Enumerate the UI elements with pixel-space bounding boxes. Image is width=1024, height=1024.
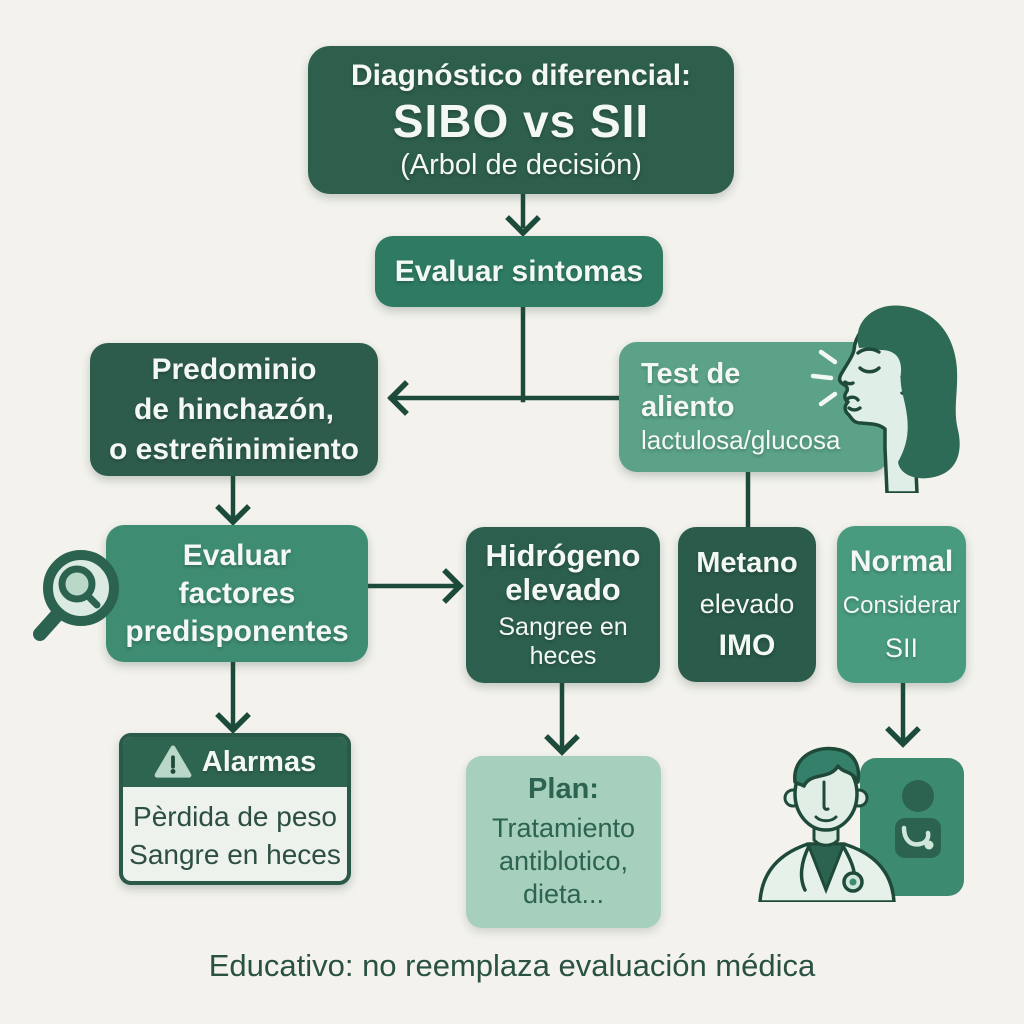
title-line-1: Diagnóstico diferencial:: [350, 59, 692, 92]
title-line-2: SIBO vs SII: [392, 95, 650, 147]
node-label: Evaluar sintomas: [394, 254, 644, 288]
node-line: antiblotico,: [498, 846, 629, 876]
node-evaluar-sintomas: Evaluar sintomas: [375, 236, 663, 307]
node-line: Pèrdida de peso: [133, 801, 337, 832]
node-test-aliento: Test de aliento lactulosa/glucosa: [619, 342, 889, 472]
node-line: Predominio: [151, 352, 317, 386]
woman-hair: [857, 305, 960, 479]
node-evaluar-factores: Evaluar factores predisponentes: [106, 525, 368, 662]
node-line: SII: [884, 633, 918, 663]
node-line: Test de: [641, 357, 741, 390]
alarmas-title: Alarmas: [201, 745, 317, 778]
doctor-illustration: [758, 746, 964, 902]
node-line: IMO: [718, 628, 776, 662]
node-line: o estreñinimiento: [108, 432, 360, 466]
node-line: Considerar: [842, 592, 961, 619]
plan-title: Plan:: [528, 773, 599, 805]
node-line: predisponentes: [125, 614, 349, 648]
node-line: Tratamiento: [491, 813, 636, 843]
warning-icon: [154, 745, 192, 778]
alarmas-header: Alarmas: [123, 737, 347, 787]
woman-face-features: [843, 347, 881, 412]
node-line: dieta...: [522, 879, 605, 909]
stethoscope-icon: [799, 844, 864, 893]
node-normal-considerar-sii: Normal Considerar SII: [837, 526, 966, 683]
title-box: Diagnóstico diferencial: SIBO vs SII (Ar…: [308, 46, 734, 194]
node-line: Evaluar: [182, 538, 292, 572]
node-line: elevado: [505, 572, 621, 607]
node-line: elevado: [699, 588, 795, 619]
node-line: Metano: [696, 546, 798, 579]
node-line: lactulosa/glucosa: [641, 424, 841, 455]
alarmas-body: Pèrdida de peso Sangre en heces: [123, 787, 347, 881]
magnifier-icon: [33, 550, 119, 641]
woman-exhaling-illustration: [810, 305, 960, 493]
node-metano-elevado: Metano elevado IMO: [678, 527, 816, 682]
node-line: factores: [178, 576, 296, 610]
disclaimer-text: Educativo: no reemplaza evaluación médic…: [208, 948, 816, 983]
node-plan: Plan: Tratamiento antiblotico, dieta...: [466, 756, 661, 928]
node-line: Sangree en: [498, 613, 628, 641]
title-line-3: (Arbol de decisión): [400, 149, 642, 181]
breath-lines-icon: [810, 349, 838, 407]
node-line: de hinchazón,: [133, 392, 334, 426]
node-hidrogeno-elevado: Hidrógeno elevado Sangree en heces: [466, 527, 660, 683]
node-line: aliento: [641, 390, 735, 423]
node-line: Hidrógeno: [485, 538, 641, 573]
doctor-hair: [793, 746, 861, 788]
node-line: heces: [529, 642, 597, 670]
doctor-face-features: [814, 780, 838, 823]
patient-badge-icon: [895, 780, 941, 858]
node-alarmas: Alarmas Pèrdida de peso Sangre en heces: [119, 733, 351, 885]
node-predominio: Predominio de hinchazón, o estreñinimien…: [90, 343, 378, 476]
node-line: Sangre en heces: [129, 839, 341, 870]
node-line: Normal: [849, 545, 954, 578]
